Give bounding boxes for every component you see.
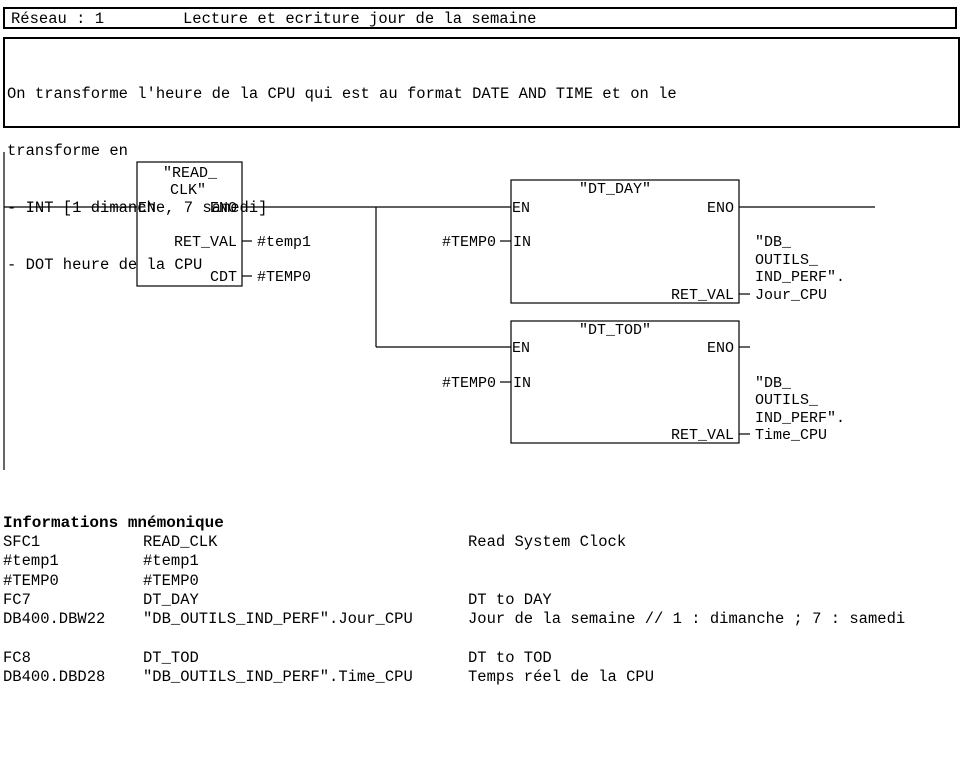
comment-cell: DT to TOD: [468, 648, 552, 667]
network-label: Réseau : 1: [11, 10, 105, 28]
address-cell: #temp1: [3, 552, 59, 571]
dt-day-name: "DT_DAY": [579, 181, 651, 198]
comment-cell: DT to DAY: [468, 590, 552, 609]
dt-tod-out-operand: OUTILS_: [755, 392, 819, 409]
comment-line: transforme en: [7, 142, 128, 160]
network-header: Réseau : 1 Lecture et ecriture jour de l…: [3, 7, 957, 29]
read-clk-name: "READ_: [163, 165, 218, 182]
symbol-cell: READ_CLK: [143, 533, 218, 551]
read-clk-eno: ENO: [210, 200, 237, 217]
table-row: FC7 DT_DAY DT to DAY: [3, 591, 963, 610]
read-clk-cdt-pin: CDT: [210, 269, 237, 286]
dt-tod-block[interactable]: "DT_TOD" EN ENO IN #TEMP0 RET_VAL "DB_ O…: [442, 320, 845, 444]
read-clk-ret-val-operand: #temp1: [257, 234, 311, 251]
symbol-cell: #temp1: [143, 552, 199, 571]
dt-tod-name: "DT_TOD": [579, 322, 651, 339]
table-row: DB400.DBD28 "DB_OUTILS_IND_PERF".Time_CP…: [3, 668, 963, 687]
dt-day-eno: ENO: [707, 200, 734, 217]
dt-day-out-operand: Jour_CPU: [755, 287, 827, 304]
address-cell: #TEMP0: [3, 571, 59, 590]
dt-day-block[interactable]: "DT_DAY" EN ENO IN #TEMP0 RET_VAL "DB_ O…: [442, 179, 875, 304]
table-row: FC8 DT_TOD DT to TOD: [3, 649, 963, 668]
table-row: SFC1 READ_CLK Read System Clock: [3, 533, 963, 552]
comment-cell: Jour de la semaine // 1 : dimanche ; 7 :…: [468, 610, 906, 629]
address-cell: FC8: [3, 648, 31, 667]
network-title: Lecture et ecriture jour de la semaine: [183, 10, 537, 28]
comment-line: - INT [1 dimanche, 7 samedi]: [7, 199, 268, 217]
read-clk-cdt-operand: #TEMP0: [257, 269, 311, 286]
symbol-cell: DT_TOD: [143, 648, 199, 667]
dt-tod-ret-val-pin: RET_VAL: [671, 427, 734, 444]
symbol-cell: "DB_OUTILS_IND_PERF".Time_CPU: [143, 668, 413, 687]
network-comment: On transforme l'heure de la CPU qui est …: [3, 37, 960, 274]
comment-line: On transforme l'heure de la CPU qui est …: [7, 85, 677, 103]
table-row: #TEMP0 #TEMP0: [3, 572, 963, 591]
comment-cell: Read System Clock: [468, 533, 627, 551]
dt-day-in-operand: #TEMP0: [442, 234, 496, 251]
symbol-information: Informations mnémonique SFC1 READ_CLK Re…: [3, 514, 963, 687]
dt-day-out-operand: IND_PERF".: [755, 269, 845, 286]
dt-day-out-operand: "DB_: [755, 234, 792, 251]
comment-cell: Temps réel de la CPU: [468, 668, 655, 687]
table-row: #temp1 #temp1: [3, 552, 963, 571]
dt-tod-out-operand: "DB_: [755, 375, 792, 392]
symbol-information-title: Informations mnémonique: [3, 514, 224, 532]
dt-day-out-operand: OUTILS_: [755, 252, 819, 269]
comment-line: - DOT heure de la CPU: [7, 256, 203, 274]
symbol-cell: DT_DAY: [143, 590, 199, 609]
symbol-cell: "DB_OUTILS_IND_PERF".Jour_CPU: [143, 610, 413, 629]
symbol-cell: #TEMP0: [143, 571, 199, 590]
dt-tod-out-operand: IND_PERF".: [755, 410, 845, 427]
read-clk-ret-val-pin: RET_VAL: [174, 234, 237, 251]
dt-day-en: EN: [512, 200, 530, 217]
table-row: DB400.DBW22 "DB_OUTILS_IND_PERF".Jour_CP…: [3, 610, 963, 649]
dt-tod-in-pin: IN: [513, 375, 531, 392]
address-cell: DB400.DBW22: [3, 610, 106, 629]
dt-day-ret-val-pin: RET_VAL: [671, 287, 734, 304]
read-clk-en: EN: [138, 200, 156, 217]
dt-tod-out-operand: Time_CPU: [755, 427, 827, 444]
address-cell: DB400.DBD28: [3, 668, 106, 687]
address-cell: SFC1: [3, 533, 41, 551]
read-clk-block[interactable]: "READ_ CLK" EN ENO RET_VAL CDT #temp1 #T…: [4, 161, 311, 287]
read-clk-name: CLK": [170, 182, 206, 199]
dt-day-in-pin: IN: [513, 234, 531, 251]
address-cell: FC7: [3, 590, 31, 609]
dt-tod-eno: ENO: [707, 340, 734, 357]
dt-tod-in-operand: #TEMP0: [442, 375, 496, 392]
ladder-diagram: "READ_ CLK" EN ENO RET_VAL CDT #temp1 #T…: [3, 152, 875, 470]
dt-tod-en: EN: [512, 340, 530, 357]
